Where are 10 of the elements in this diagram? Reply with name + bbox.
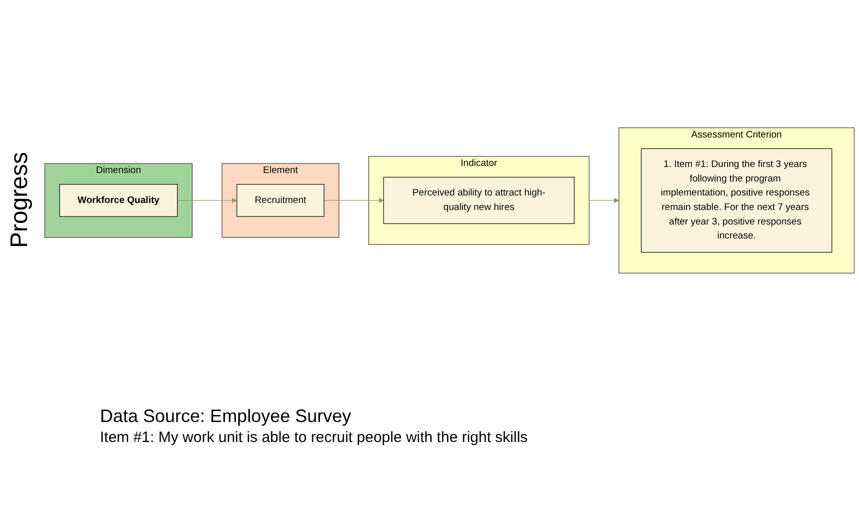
node-box: Workforce Quality bbox=[59, 184, 178, 216]
item-note: Item #1: My work unit is able to recruit people with the right skills bbox=[100, 429, 529, 446]
node-box: Perceived ability to attract high-quality new hires bbox=[383, 176, 575, 224]
arrow bbox=[177, 197, 238, 203]
node-box: 1. Item #1: During the first 3 years following the program implementation, positive responses remain stable. For the next 7 years after year 3, positive responses increase. bbox=[640, 148, 832, 252]
node-box: Recruitment bbox=[236, 184, 324, 216]
arrow bbox=[588, 197, 620, 203]
source-note: Data Source: Employee Survey bbox=[100, 406, 352, 427]
arrow bbox=[324, 197, 384, 203]
axis-label: Progress bbox=[6, 152, 34, 248]
